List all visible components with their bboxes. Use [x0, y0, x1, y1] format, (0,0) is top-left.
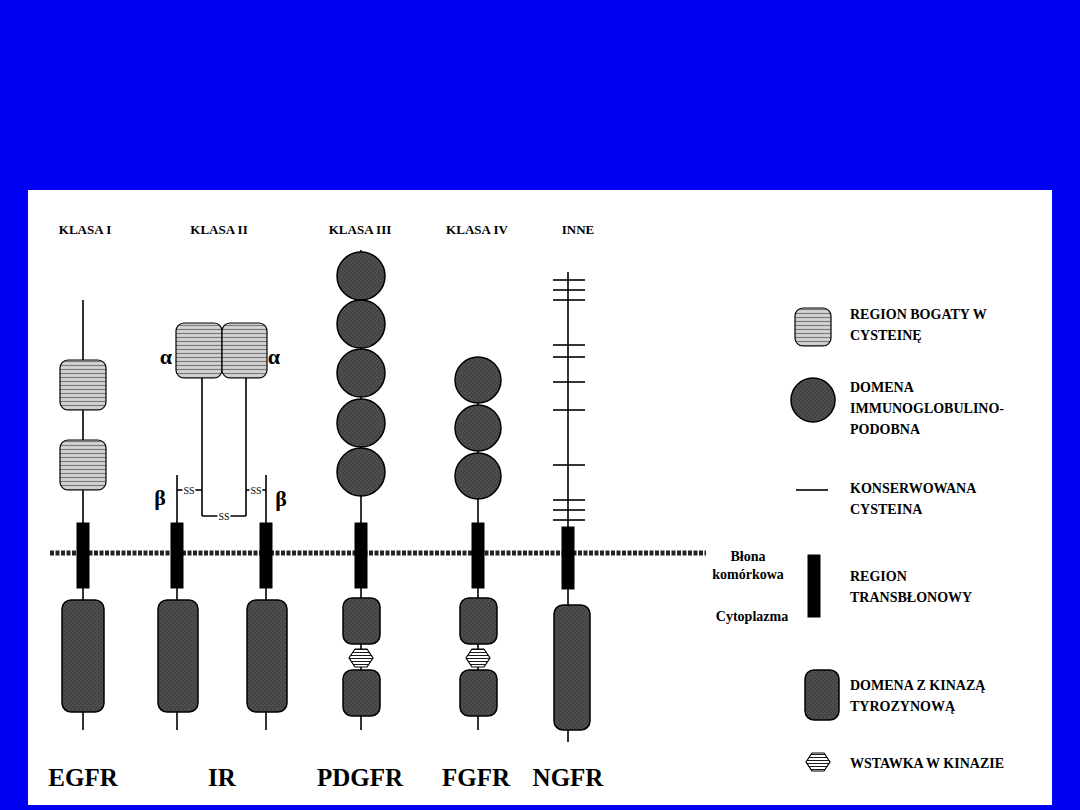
conserved-cysteine: [553, 356, 585, 358]
conserved-cysteine: [553, 279, 585, 281]
tyrosine-kinase-domain: [805, 670, 839, 720]
chain-line: [201, 378, 203, 516]
cell-membrane: [50, 551, 706, 556]
chain-name: α: [268, 346, 280, 368]
tyrosine-kinase-domain: [460, 670, 497, 716]
bond-label: SS: [249, 484, 262, 497]
tyrosine-kinase-domain: [247, 600, 287, 712]
legend-text: KONSERWOWANA CYSTEINA: [850, 478, 1030, 520]
transmembrane-region: [472, 523, 484, 588]
kinase-insert: [466, 649, 490, 667]
chain-line: [245, 378, 247, 516]
transmembrane-region: [171, 523, 183, 588]
receptor-name: FGFR: [442, 765, 510, 790]
transmembrane-region: [562, 527, 574, 589]
conserved-cysteine: [553, 299, 585, 301]
chain-name: β: [154, 487, 166, 509]
cysteine-rich-region: [795, 308, 831, 346]
class-heading: INNE: [562, 222, 595, 239]
cysteine-rich-region: [60, 360, 106, 410]
class-heading: KLASA I: [59, 222, 111, 239]
tyrosine-kinase-domain: [62, 600, 104, 712]
ig-like-domain: [455, 405, 501, 451]
chain-name: α: [160, 346, 172, 368]
cysteine-rich-region: [222, 323, 267, 378]
ig-like-domain: [337, 349, 385, 397]
conserved-cysteine: [553, 509, 585, 511]
legend-text: DOMENA Z KINAZĄ TYROZYNOWĄ: [850, 675, 1040, 717]
conserved-cysteine: [553, 519, 585, 521]
legend-text: REGION BOGATY W CYSTEINĘ: [850, 304, 1000, 346]
ig-like-domain: [791, 378, 835, 422]
compartment-label: Cytoplazma: [716, 608, 788, 626]
transmembrane-region: [808, 555, 820, 617]
legend-text: REGION TRANSBŁONOWY: [850, 566, 1030, 608]
cysteine-rich-region: [176, 323, 222, 378]
conserved-cysteine: [553, 409, 585, 411]
bond-label: SS: [182, 484, 195, 497]
transmembrane-region: [260, 523, 272, 588]
transmembrane-region: [355, 523, 367, 588]
white-panel: [28, 190, 1052, 805]
bond-label: SS: [217, 510, 230, 523]
tyrosine-kinase-domain: [343, 598, 380, 644]
kinase-insert: [806, 753, 830, 771]
conserved-cysteine: [553, 381, 585, 383]
conserved-cysteine: [553, 344, 585, 346]
conserved-cysteine: [553, 499, 585, 501]
membrane-label: Błona komórkowa: [708, 548, 788, 584]
tyrosine-kinase-domain: [343, 670, 380, 716]
ig-like-domain: [337, 399, 385, 447]
ig-like-domain: [337, 300, 385, 348]
chain-name: β: [275, 488, 287, 510]
kinase-insert: [349, 649, 373, 667]
class-heading: KLASA IV: [446, 222, 508, 239]
class-heading: KLASA III: [329, 222, 392, 239]
receptor-name: NGFR: [533, 765, 604, 790]
legend-text: WSTAWKA W KINAZIE: [850, 753, 1050, 774]
tyrosine-kinase-domain: [554, 605, 590, 730]
ig-like-domain: [337, 252, 385, 300]
receptor-name: EGFR: [48, 765, 117, 790]
receptor-name: PDGFR: [317, 765, 403, 790]
ig-like-domain: [455, 357, 501, 403]
conserved-cysteine: [553, 289, 585, 291]
cysteine-rich-region: [60, 440, 106, 490]
ig-like-domain: [337, 448, 385, 496]
class-heading: KLASA II: [190, 222, 247, 239]
receptor-name: IR: [208, 765, 236, 790]
transmembrane-region: [77, 523, 89, 588]
conserved-cysteine: [796, 489, 828, 491]
tyrosine-kinase-domain: [460, 598, 497, 644]
tyrosine-kinase-domain: [158, 600, 198, 712]
conserved-cysteine: [553, 464, 585, 466]
legend-text: DOMENA IMMUNOGLOBULINO- PODOBNA: [850, 377, 1045, 440]
ig-like-domain: [455, 453, 501, 499]
